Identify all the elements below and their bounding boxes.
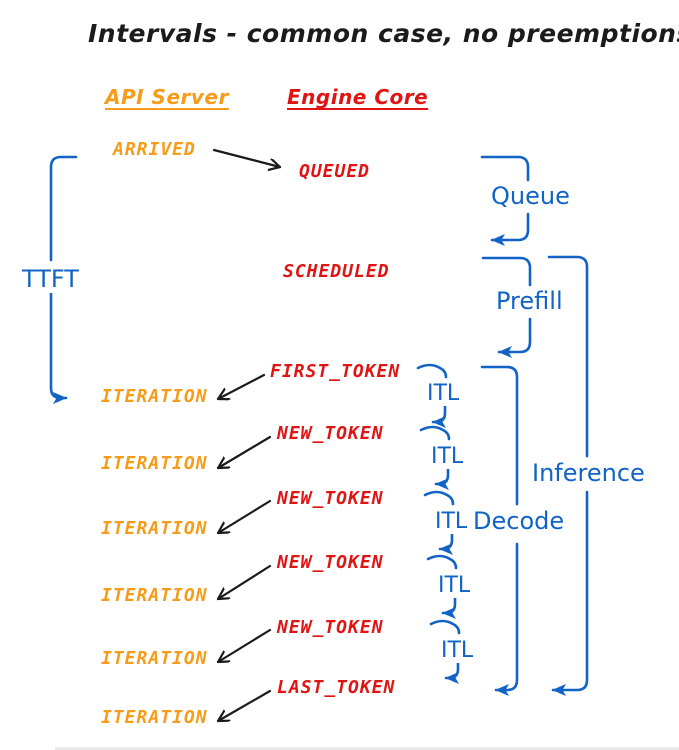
inference-bracket-top	[547, 255, 589, 458]
queue-bracket-top	[480, 155, 530, 182]
event-scheduled: SCHEDULED	[283, 261, 390, 282]
column-header-api-server: API Server	[105, 85, 229, 109]
interval-label-decode: Decode	[473, 507, 565, 535]
event-iteration: ITERATION	[101, 648, 208, 669]
event-iteration: ITERATION	[101, 386, 208, 407]
prefill-bracket-arrow	[497, 317, 532, 358]
arrow-new-token-to-iteration	[216, 499, 272, 535]
event-iteration: ITERATION	[101, 585, 208, 606]
interval-label-itl: ITL	[435, 509, 468, 534]
itl-bracket-arrow	[431, 404, 447, 428]
arrow-new-token-to-iteration	[216, 628, 272, 664]
decode-bracket-arrow	[494, 542, 519, 696]
event-last-token: LAST_TOKEN	[277, 677, 396, 698]
column-header-engine-core: Engine Core	[287, 85, 429, 109]
event-new-token: NEW_TOKEN	[277, 552, 384, 573]
interval-label-itl: ITL	[441, 638, 474, 663]
interval-label-itl: ITL	[438, 573, 471, 598]
arrow-last-token-to-iteration	[216, 689, 272, 723]
event-iteration: ITERATION	[101, 518, 208, 539]
inference-bracket-arrow	[551, 490, 589, 696]
interval-label-prefill: Prefill	[496, 287, 563, 315]
interval-label-inference: Inference	[532, 459, 645, 487]
page-bottom-edge	[55, 747, 679, 750]
queue-bracket-arrow	[490, 212, 530, 246]
diagram-title: Intervals - common case, no preemptions	[88, 19, 679, 48]
ttft-bracket-arrow	[49, 291, 68, 404]
event-new-token: NEW_TOKEN	[277, 488, 384, 509]
itl-bracket-arrow	[434, 466, 450, 490]
event-iteration: ITERATION	[101, 707, 208, 728]
event-iteration: ITERATION	[101, 453, 208, 474]
arrow-first-token-to-iteration	[216, 373, 266, 399]
itl-bracket-curve	[419, 425, 451, 441]
arrow-new-token-to-iteration	[216, 435, 272, 470]
itl-bracket-curve	[426, 554, 458, 570]
interval-label-ttft: TTFT	[22, 265, 79, 293]
itl-bracket-curve	[423, 490, 455, 506]
itl-bracket-arrow	[438, 531, 454, 555]
ttft-bracket-top	[49, 155, 78, 262]
itl-bracket-curve	[429, 619, 461, 635]
prefill-bracket-top	[481, 256, 532, 287]
itl-bracket-arrow	[444, 660, 460, 684]
event-queued: QUEUED	[299, 161, 371, 182]
interval-label-itl: ITL	[431, 444, 464, 469]
itl-bracket-arrow	[441, 595, 457, 619]
interval-label-queue: Queue	[491, 182, 570, 210]
decode-bracket-top	[480, 365, 519, 506]
arrow-new-token-to-iteration	[216, 564, 272, 601]
arrow-arrived-to-queued	[212, 148, 282, 167]
event-new-token: NEW_TOKEN	[277, 617, 384, 638]
event-arrived: ARRIVED	[113, 139, 196, 160]
interval-label-itl: ITL	[427, 381, 460, 406]
event-new-token: NEW_TOKEN	[277, 423, 384, 444]
event-first-token: FIRST_TOKEN	[270, 361, 401, 382]
itl-bracket-curve	[416, 363, 448, 379]
